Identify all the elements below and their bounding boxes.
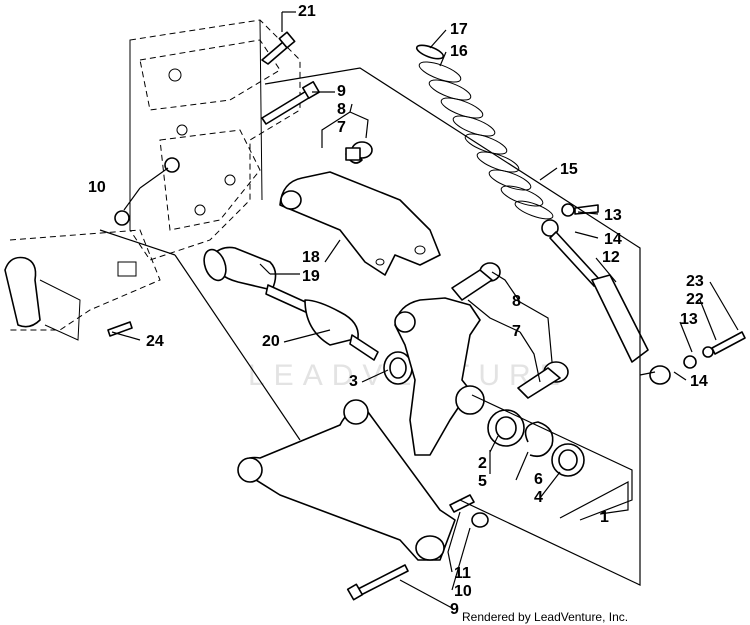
hardware-shock-mounts — [561, 203, 746, 369]
callout-18: 18 — [302, 249, 320, 266]
callout-23: 23 — [686, 273, 704, 290]
callout-6: 6 — [534, 471, 543, 488]
callout-12: 12 — [602, 249, 620, 266]
bushing-11 — [449, 494, 475, 513]
callout-14-lower: 14 — [690, 373, 708, 390]
callout-1: 1 — [600, 509, 609, 526]
callout-8-lower: 8 — [512, 293, 521, 310]
callout-labels: 21 17 16 9 8 7 15 10 13 14 18 12 19 23 8… — [88, 3, 708, 618]
bushing-right — [451, 262, 569, 399]
bushing-upper — [345, 141, 373, 164]
callout-5: 5 — [478, 473, 487, 490]
nut-10-lower — [471, 512, 489, 528]
callout-7-lower: 7 — [512, 323, 521, 340]
callout-8-upper: 8 — [337, 101, 346, 118]
callout-11: 11 — [454, 565, 471, 582]
callout-13-lower: 13 — [680, 311, 698, 328]
callout-10-upper: 10 — [88, 179, 106, 196]
callout-24: 24 — [146, 333, 164, 350]
callout-4: 4 — [534, 489, 543, 506]
nut-10-frame — [114, 157, 180, 226]
callout-9-lower: 9 — [450, 601, 459, 618]
shock-absorber-12 — [541, 219, 671, 385]
callout-21: 21 — [298, 3, 316, 20]
callout-14-upper: 14 — [604, 231, 622, 248]
drive-axle-19 — [203, 246, 379, 361]
callout-10-lower: 10 — [454, 583, 472, 600]
callout-9-upper: 9 — [337, 83, 346, 100]
callout-13-upper: 13 — [604, 207, 622, 224]
callout-19: 19 — [302, 268, 320, 285]
lower-a-arm — [237, 399, 456, 561]
callout-16: 16 — [450, 43, 468, 60]
callout-15: 15 — [560, 161, 578, 178]
bolt-9-lower — [346, 564, 409, 601]
callout-2: 2 — [478, 455, 487, 472]
callout-20: 20 — [262, 333, 280, 350]
knuckle — [394, 297, 485, 456]
seal-4 — [551, 443, 585, 477]
bolt-9-upper — [261, 81, 320, 125]
callout-3: 3 — [349, 373, 358, 390]
callout-22: 22 — [686, 291, 704, 308]
leader-lines — [99, 11, 739, 609]
bolt-21 — [261, 31, 296, 65]
callout-17: 17 — [450, 21, 468, 38]
callout-7-upper: 7 — [337, 119, 346, 136]
snap-ring-6 — [524, 421, 554, 458]
render-credit: Rendered by LeadVenture, Inc. — [462, 610, 628, 624]
frame-assembly — [4, 19, 301, 341]
bearing-5 — [487, 409, 525, 447]
seal-3 — [383, 351, 413, 385]
upper-arm-18 — [279, 171, 441, 276]
spring-16 — [415, 44, 554, 220]
